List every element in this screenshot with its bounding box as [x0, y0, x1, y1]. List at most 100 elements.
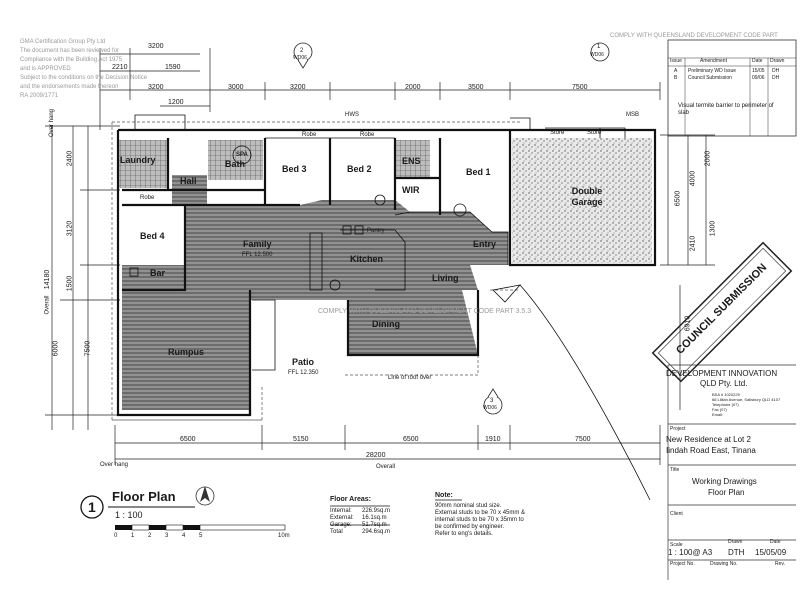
dimension-label: 3200	[290, 84, 306, 91]
watermark-top-right: COMPLY WITH QUEENSLAND DEVELOPMENT CODE …	[610, 33, 778, 39]
floor-area-label: Total	[330, 529, 343, 535]
drawing-no-label: Drawing No.	[710, 561, 738, 567]
internal-lines	[129, 114, 651, 501]
watermark-mid: COMPLY WITH QUEENSLAND DEVELOPMENT CODE …	[318, 308, 532, 315]
note-line: External studs to be 70 x 45mm &	[435, 510, 526, 516]
legend-graphics	[80, 486, 462, 531]
floor-area-value: 226.9sq.m	[362, 508, 391, 514]
bottom-dimension-lines	[114, 425, 661, 465]
dimension-label: 3200	[148, 43, 164, 50]
scale-label: Scale	[670, 542, 683, 548]
room-label-family: Family	[243, 239, 272, 249]
room-label-bed4: Bed 4	[140, 231, 165, 241]
room-label-double-garage: Double Garage	[571, 186, 603, 207]
room-label-laundry: Laundry	[120, 155, 156, 165]
garage-floor-area	[512, 138, 652, 263]
title-label: Title	[670, 467, 680, 473]
watermark-line: RA 2009/1771	[20, 93, 59, 99]
msb-label: MSB	[626, 112, 640, 118]
dimension-label: 5150	[293, 436, 309, 443]
overall-width-label: 28200	[366, 452, 386, 459]
project-no-label: Project No.	[670, 561, 695, 567]
bar-floor-area	[122, 265, 187, 290]
dimension-label: 1300	[709, 220, 717, 237]
watermark-line: GMA Certification Group Pty Ltd	[20, 39, 106, 45]
date-value: 15/05/09	[755, 548, 787, 557]
revision-header-issue: Issue	[670, 58, 682, 64]
laundry-floor-area	[118, 140, 168, 188]
top-dimension-lines	[99, 48, 661, 130]
dimension-label: 1500	[66, 275, 74, 292]
company-details: BSA # 1020229 66 Lillian Avenue, Salisbu…	[712, 392, 780, 417]
external-walls	[116, 128, 657, 417]
room-label-hall: Hall	[180, 176, 197, 186]
rev-label: Rev.	[775, 561, 785, 567]
dimension-label: 2410	[689, 235, 697, 252]
dimension-label: 2400	[66, 150, 74, 167]
overall-label: Overall	[376, 464, 396, 470]
legend-title: Floor Plan	[112, 489, 176, 504]
scale-tick: 1	[131, 533, 135, 539]
room-label-patio: Patio	[292, 357, 315, 367]
store-label: Store	[550, 130, 565, 136]
project-line-1: New Residence at Lot 2	[666, 435, 751, 444]
room-label-bed2: Bed 2	[347, 164, 372, 174]
room-label-entry: Entry	[473, 239, 497, 249]
drawing-title-1: Working Drawings	[692, 477, 757, 486]
section-marker-ref: WD06	[293, 55, 307, 61]
company-suffix: QLD Pty. Ltd.	[700, 379, 748, 388]
room-label-living: Living	[432, 273, 459, 283]
dimension-label: 3120	[66, 220, 74, 237]
floor-area-value: 294.6sq.m	[362, 529, 391, 535]
revision-date: 09/06	[752, 75, 765, 81]
company-detail-line: Fax (07)	[712, 407, 727, 412]
dimension-label: 6500	[674, 190, 682, 207]
company-detail-line: 66 Lillian Avenue, Salisbury QLD 4107	[712, 397, 781, 402]
revision-drawn: DH	[772, 68, 780, 74]
section-marker-number: 3	[490, 398, 494, 404]
roof-line-label: Line of roof over	[388, 375, 432, 381]
dimension-label: 2000	[704, 150, 712, 167]
section-marker-number: 1	[597, 44, 601, 50]
robe-label: Robe	[302, 132, 317, 138]
termite-barrier-note: Visual termite barrier to perimeter of s…	[678, 103, 774, 116]
room-label-bed1: Bed 1	[466, 167, 491, 177]
section-marker-ref: WD06	[590, 52, 604, 58]
client-label: Client	[670, 511, 683, 517]
floor-area-label: External:	[330, 515, 354, 521]
overhang-outline	[111, 121, 522, 421]
overall-label: Overall	[44, 295, 51, 315]
room-label-dining: Dining	[372, 319, 400, 329]
dimension-label: 6500	[403, 436, 419, 443]
room-label-kitchen: Kitchen	[350, 254, 384, 264]
rumpus-floor-area	[122, 290, 249, 410]
note-line: Refer to eng's details.	[435, 531, 493, 537]
dimension-label: 3200	[148, 84, 164, 91]
room-label-bed3: Bed 3	[282, 164, 307, 174]
dimension-label: 1910	[485, 436, 501, 443]
date-label: Date	[770, 539, 781, 545]
room-label-wir: WIR	[402, 185, 420, 195]
project-label: Project	[670, 426, 686, 432]
drawn-label: Drawn	[728, 539, 743, 545]
overall-height-label: 14180	[44, 269, 52, 290]
room-label-bath: Bath	[225, 159, 245, 169]
company-detail-line: Email:	[712, 412, 724, 417]
watermark-line: Compliance with the Building Act 1975	[20, 57, 123, 63]
overhang-label: Over hang	[49, 108, 56, 138]
revision-header-amendment: Amendment	[700, 58, 727, 64]
scale-tick: 0	[114, 533, 118, 539]
legend-number: 1	[88, 499, 96, 515]
living-floor-area	[185, 200, 508, 355]
revision-amendment: Council Submission	[688, 75, 732, 81]
legend-scale: 1 : 100	[115, 510, 143, 520]
revision-issue: A	[674, 68, 678, 74]
revision-header-date: Date	[752, 58, 763, 64]
drawn-value: DTH	[728, 548, 745, 557]
watermark-line: Subject to the conditions on the Decisio…	[20, 75, 148, 81]
room-label-rumpus: Rumpus	[168, 347, 204, 357]
revision-date: 15/05	[752, 68, 765, 74]
company-detail-line: BSA # 1020229	[712, 392, 740, 397]
